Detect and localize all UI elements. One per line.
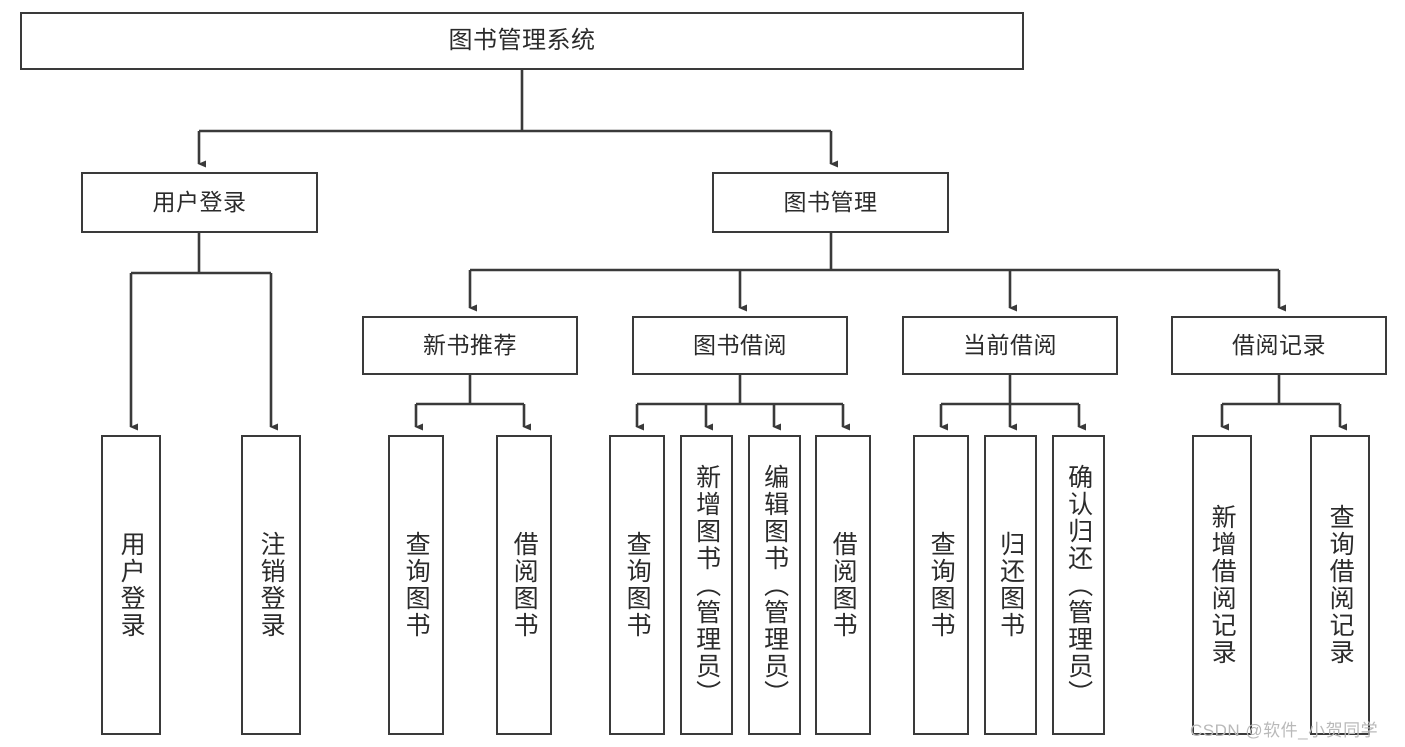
node-leaf-add-book-admin[interactable]: 新增图书（管理员）: [680, 435, 733, 735]
node-label: 新增借阅记录: [1208, 504, 1237, 666]
node-label: 新书推荐: [423, 331, 517, 358]
node-leaf-query-book-current[interactable]: 查询图书: [913, 435, 969, 735]
node-label: 编辑图书（管理员）: [760, 463, 789, 707]
node-label: 图书管理系统: [448, 26, 596, 54]
node-label: 查询图书: [402, 531, 431, 639]
node-leaf-query-borrow-record[interactable]: 查询借阅记录: [1310, 435, 1370, 735]
node-label: 归还图书: [996, 531, 1025, 639]
watermark-text: CSDN @软件_小贺同学: [1190, 721, 1379, 740]
node-root-book-management-system[interactable]: 图书管理系统: [20, 12, 1024, 70]
node-label: 图书借阅: [693, 331, 787, 358]
node-label: 确认归还（管理员）: [1064, 463, 1093, 707]
node-label: 用户登录: [117, 531, 146, 639]
node-label: 借阅记录: [1232, 331, 1326, 358]
node-leaf-query-book-borrow[interactable]: 查询图书: [609, 435, 665, 735]
node-leaf-return-book[interactable]: 归还图书: [984, 435, 1037, 735]
node-label: 借阅图书: [829, 531, 858, 639]
node-book-management[interactable]: 图书管理: [712, 172, 949, 233]
node-new-book-recommendation[interactable]: 新书推荐: [362, 316, 578, 375]
node-label: 查询图书: [623, 531, 652, 639]
node-current-borrow[interactable]: 当前借阅: [902, 316, 1118, 375]
node-leaf-query-book-new[interactable]: 查询图书: [388, 435, 444, 735]
node-leaf-borrow-book-new[interactable]: 借阅图书: [496, 435, 552, 735]
node-leaf-confirm-return-admin[interactable]: 确认归还（管理员）: [1052, 435, 1105, 735]
node-label: 查询图书: [927, 531, 956, 639]
node-leaf-edit-book-admin[interactable]: 编辑图书（管理员）: [748, 435, 801, 735]
node-leaf-borrow-book[interactable]: 借阅图书: [815, 435, 871, 735]
node-label: 查询借阅记录: [1326, 504, 1355, 666]
node-leaf-user-login[interactable]: 用户登录: [101, 435, 161, 735]
node-user-login[interactable]: 用户登录: [81, 172, 318, 233]
node-label: 借阅图书: [510, 531, 539, 639]
node-book-borrow[interactable]: 图书借阅: [632, 316, 848, 375]
node-label: 当前借阅: [963, 331, 1057, 358]
node-leaf-logout[interactable]: 注销登录: [241, 435, 301, 735]
node-label: 注销登录: [257, 531, 286, 639]
node-borrow-record[interactable]: 借阅记录: [1171, 316, 1387, 375]
node-label: 用户登录: [152, 188, 247, 215]
node-leaf-add-borrow-record[interactable]: 新增借阅记录: [1192, 435, 1252, 735]
node-label: 新增图书（管理员）: [692, 463, 721, 707]
node-label: 图书管理: [783, 188, 878, 215]
